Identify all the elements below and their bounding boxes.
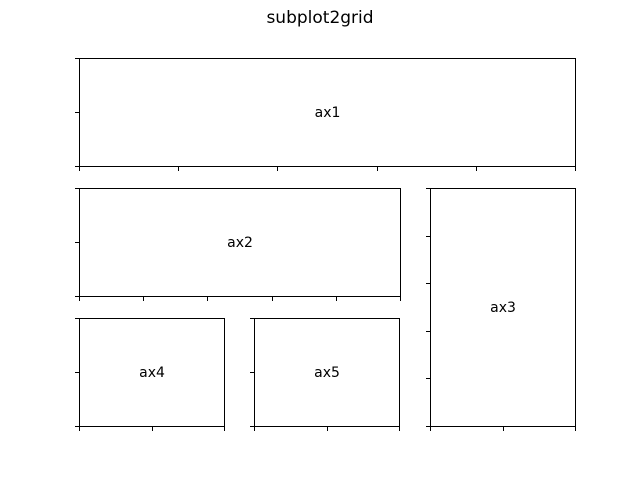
x-tick-ax1 <box>377 166 378 171</box>
axes-label-ax5: ax5 <box>314 364 340 381</box>
x-tick-ax3 <box>575 426 576 431</box>
y-tick-ax1 <box>75 166 80 167</box>
x-tick-ax2 <box>143 296 144 301</box>
x-tick-ax5 <box>254 426 255 431</box>
x-tick-ax4 <box>224 426 225 431</box>
x-tick-ax1 <box>79 166 80 171</box>
axes-label-ax4: ax4 <box>139 364 165 381</box>
x-tick-ax3 <box>430 426 431 431</box>
x-tick-ax5 <box>327 426 328 431</box>
y-tick-ax3 <box>426 236 431 237</box>
y-tick-ax3 <box>426 283 431 284</box>
x-tick-ax2 <box>272 296 273 301</box>
y-tick-ax5 <box>250 318 255 319</box>
figure-title: subplot2grid <box>266 8 374 28</box>
x-tick-ax1 <box>575 166 576 171</box>
axes-ax2: ax2 <box>75 188 401 301</box>
y-tick-ax4 <box>75 426 80 427</box>
x-tick-ax3 <box>503 426 504 431</box>
y-tick-ax5 <box>250 372 255 373</box>
x-tick-ax1 <box>476 166 477 171</box>
x-tick-ax2 <box>79 296 80 301</box>
x-tick-ax1 <box>277 166 278 171</box>
x-tick-ax4 <box>152 426 153 431</box>
y-tick-ax3 <box>426 188 431 189</box>
y-tick-ax3 <box>426 331 431 332</box>
x-tick-ax1 <box>178 166 179 171</box>
x-tick-ax2 <box>400 296 401 301</box>
x-tick-ax2 <box>336 296 337 301</box>
y-tick-ax1 <box>75 58 80 59</box>
x-tick-ax4 <box>79 426 80 431</box>
axes-ax5: ax5 <box>250 318 400 431</box>
axes-label-ax3: ax3 <box>490 299 516 316</box>
y-tick-ax4 <box>75 372 80 373</box>
x-tick-ax2 <box>207 296 208 301</box>
x-tick-ax5 <box>399 426 400 431</box>
y-tick-ax1 <box>75 112 80 113</box>
y-tick-ax3 <box>426 426 431 427</box>
axes-label-ax2: ax2 <box>227 234 253 251</box>
axes-ax4: ax4 <box>75 318 225 431</box>
axes-ax3: ax3 <box>426 188 576 431</box>
y-tick-ax2 <box>75 296 80 297</box>
y-tick-ax5 <box>250 426 255 427</box>
y-tick-ax4 <box>75 318 80 319</box>
y-tick-ax2 <box>75 188 80 189</box>
axes-label-ax1: ax1 <box>314 104 341 121</box>
axes-ax1: ax1 <box>75 58 576 171</box>
y-tick-ax3 <box>426 378 431 379</box>
y-tick-ax2 <box>75 242 80 243</box>
